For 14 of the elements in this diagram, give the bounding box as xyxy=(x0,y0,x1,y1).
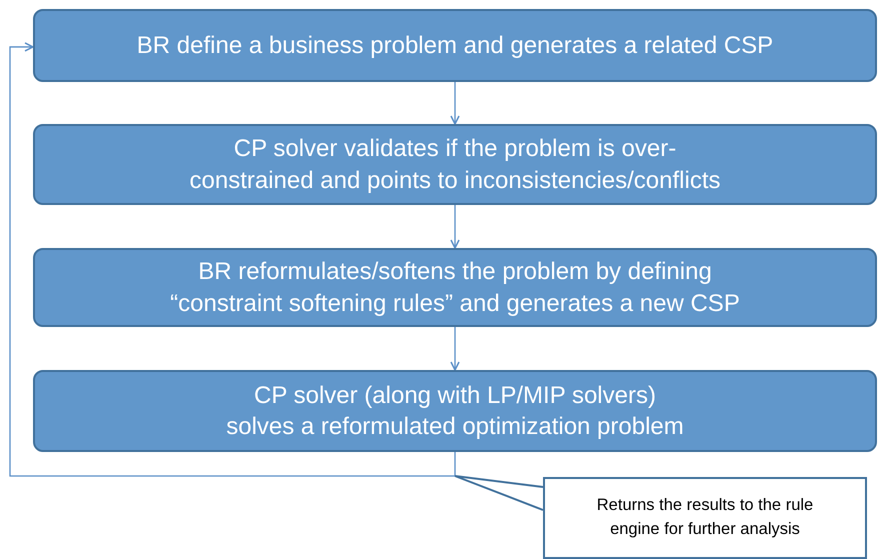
box-text: CP solver (along with LP/MIP solvers) solves a reformulated optimization problem xyxy=(225,380,685,442)
box-text: BR define a business problem and generates a related CSP xyxy=(136,30,774,61)
process-box xyxy=(33,370,877,452)
callout-box xyxy=(543,477,867,559)
arrow xyxy=(9,42,456,477)
arrow xyxy=(450,327,460,371)
box-text: Returns the results to the rule engine for further analysis xyxy=(596,495,814,540)
arrow xyxy=(450,205,460,249)
arrow xyxy=(450,82,460,125)
process-box xyxy=(33,9,877,82)
box-text: CP solver validates if the problem is over-constrained and points to inconsistencies/conflicts xyxy=(188,134,722,196)
box-text: BR reformulates/softens the problem by defining “constraint softening rules” and generates a new CSP xyxy=(169,257,741,318)
process-box xyxy=(33,124,877,205)
process-box xyxy=(33,248,877,327)
